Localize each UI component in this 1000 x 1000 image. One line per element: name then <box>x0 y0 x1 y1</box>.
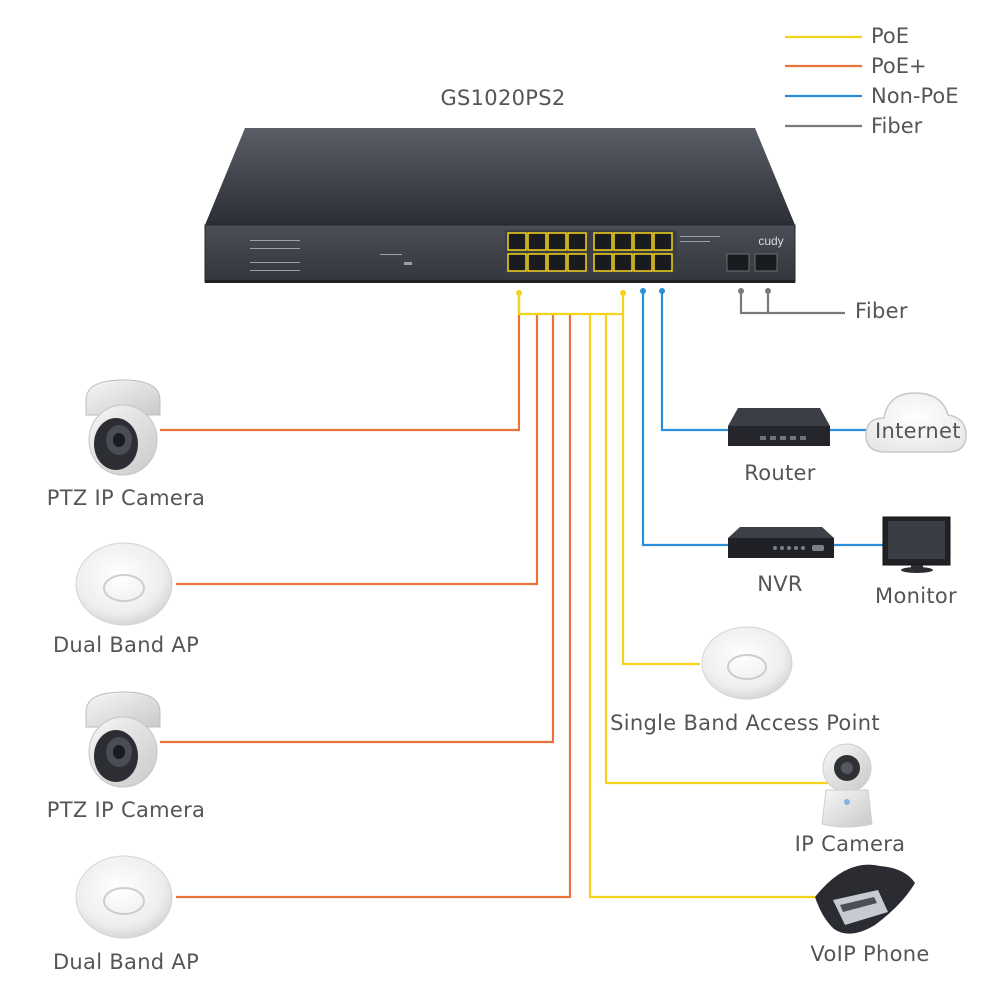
label-nvr: NVR <box>757 572 803 596</box>
legend-non-poe: Non-PoE <box>871 84 959 108</box>
label-ptz-camera-2: PTZ IP Camera <box>46 798 206 822</box>
conference-phone-icon <box>815 864 915 934</box>
legend-poe-plus: PoE+ <box>871 54 927 78</box>
label-voip-phone: VoIP Phone <box>810 942 930 966</box>
cloud-icon <box>865 392 967 453</box>
poe-switch-icon: cudy <box>204 128 796 283</box>
switch-model-title: GS1020PS2 <box>440 86 566 110</box>
link-poe-voip <box>588 314 815 899</box>
monitor-icon <box>882 516 951 573</box>
link-fiber <box>739 291 845 315</box>
router-icon <box>728 408 830 446</box>
link-poe-ap <box>621 314 700 666</box>
link-poe-bus <box>517 295 625 316</box>
label-dual-band-ap-2: Dual Band AP <box>52 950 200 974</box>
link-router <box>660 291 730 432</box>
label-dual-band-ap-1: Dual Band AP <box>52 633 200 657</box>
label-internet: Internet <box>875 419 961 443</box>
ceiling-access-point-icon <box>75 542 173 626</box>
switch-brand: cudy <box>758 234 783 248</box>
link-poe-plus-4 <box>176 315 572 899</box>
link-poe-plus-2 <box>176 315 539 586</box>
link-poe-plus-3 <box>160 315 555 744</box>
legend-poe: PoE <box>871 24 910 48</box>
label-ptz-camera-1: PTZ IP Camera <box>46 486 206 510</box>
fiber-label: Fiber <box>855 299 908 323</box>
cube-camera-icon <box>821 743 873 828</box>
label-single-band-ap: Single Band Access Point <box>610 711 880 735</box>
link-poe-ipcam <box>604 314 828 785</box>
legend-lines <box>785 35 862 128</box>
label-router: Router <box>744 461 816 485</box>
label-ip-camera: IP Camera <box>794 832 906 856</box>
rj45-ports <box>507 232 673 272</box>
legend-fiber: Fiber <box>871 114 923 138</box>
sfp-ports <box>726 253 778 272</box>
dome-camera-icon <box>85 379 161 476</box>
label-monitor: Monitor <box>875 584 957 608</box>
link-nvr <box>641 291 728 547</box>
ceiling-access-point-icon <box>75 855 173 939</box>
nvr-icon <box>728 527 834 558</box>
dome-camera-icon <box>85 691 161 788</box>
ceiling-access-point-icon <box>701 626 793 700</box>
link-poe-plus-1 <box>160 295 521 432</box>
links <box>160 288 883 899</box>
